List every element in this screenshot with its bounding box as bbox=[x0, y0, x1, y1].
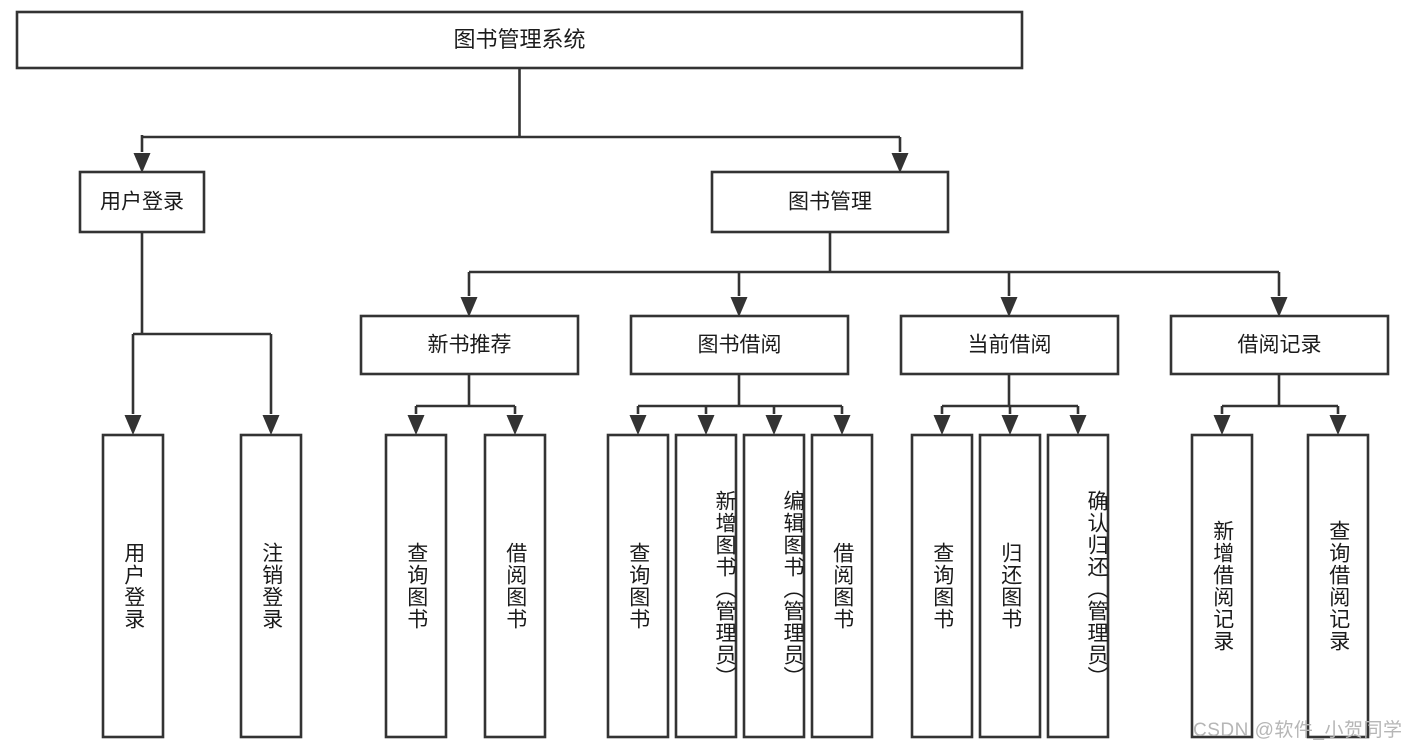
node-leaf-borrow-book-bb[interactable] bbox=[810, 433, 874, 739]
node-leaf-add-borrow-record[interactable] bbox=[1190, 433, 1254, 739]
connector-bookmgmt-to-level3 bbox=[460, 232, 1288, 317]
node-leaf-query-book-cb[interactable] bbox=[910, 433, 974, 739]
node-user-login[interactable]: 用户登录 bbox=[78, 170, 206, 234]
node-book-management[interactable]: 图书管理 bbox=[710, 170, 950, 234]
node-leaf-query-book-nbr[interactable] bbox=[384, 433, 448, 739]
node-leaf-query-borrow-record[interactable] bbox=[1306, 433, 1370, 739]
node-leaf-confirm-return-admin[interactable] bbox=[1046, 433, 1110, 739]
node-current-borrow[interactable]: 当前借阅 bbox=[899, 314, 1120, 376]
connector-root-to-level2 bbox=[133, 68, 909, 173]
node-book-borrow-label: 图书借阅 bbox=[698, 334, 782, 357]
node-root-label: 图书管理系统 bbox=[453, 27, 585, 52]
node-new-book-recommend[interactable]: 新书推荐 bbox=[359, 314, 580, 376]
node-leaf-logout[interactable] bbox=[239, 433, 303, 739]
node-leaf-borrow-book-nbr[interactable] bbox=[483, 433, 547, 739]
csdn-watermark: CSDN @软件_小贺同学 bbox=[1193, 720, 1403, 741]
node-leaf-add-book-admin[interactable] bbox=[674, 433, 738, 739]
node-leaf-query-book-bb[interactable] bbox=[606, 433, 670, 739]
connector-bookborrow-to-leaves bbox=[629, 374, 851, 435]
node-book-management-label: 图书管理 bbox=[788, 191, 872, 214]
node-root-system[interactable]: 图书管理系统 bbox=[15, 10, 1024, 70]
node-leaf-user-login[interactable] bbox=[101, 433, 165, 739]
node-borrow-record-label: 借阅记录 bbox=[1238, 334, 1322, 357]
connector-newbook-to-leaves bbox=[407, 374, 524, 435]
node-new-book-recommend-label: 新书推荐 bbox=[428, 334, 512, 357]
connector-userlogin-to-leaves bbox=[124, 232, 280, 435]
node-leaf-edit-book-admin[interactable] bbox=[742, 433, 806, 739]
node-current-borrow-label: 当前借阅 bbox=[968, 334, 1052, 357]
node-borrow-record[interactable]: 借阅记录 bbox=[1169, 314, 1390, 376]
node-user-login-label: 用户登录 bbox=[100, 191, 184, 214]
node-leaf-return-book[interactable] bbox=[978, 433, 1042, 739]
connector-currentborrow-to-leaves bbox=[933, 374, 1087, 435]
node-book-borrow[interactable]: 图书借阅 bbox=[629, 314, 850, 376]
connector-borrowrecord-to-leaves bbox=[1213, 374, 1347, 435]
